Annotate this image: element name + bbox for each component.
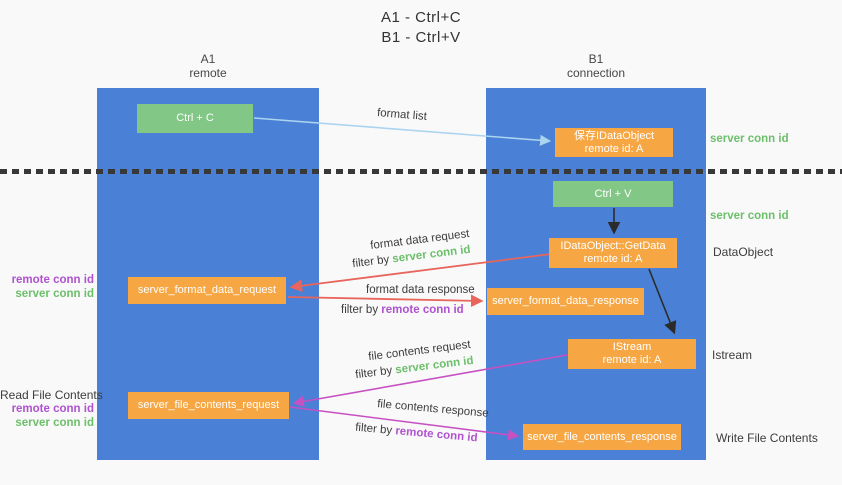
write-file-contents-annotation: Write File Contents (716, 431, 818, 445)
getdata-line2: remote id: A (583, 253, 643, 265)
filter-by-text: filter by (354, 364, 393, 382)
filter-by-text: filter by (354, 421, 393, 437)
phase-divider-dotted-line (0, 169, 842, 174)
format-list-label: format list (376, 107, 428, 123)
server-format-data-request-node: server_format_data_request (128, 277, 286, 304)
server-conn-id-annotation: server conn id (15, 417, 94, 429)
file-contents-response-label: file contents response (376, 398, 490, 420)
format-data-response-filter-label: filter by remote conn id (341, 304, 464, 316)
left-lane-header: A1 remote (97, 52, 319, 80)
title-line-2: B1 - Ctrl+V (381, 29, 461, 46)
filter-by-text: filter by (341, 304, 379, 316)
remote-conn-id-annotation: remote conn id (11, 403, 94, 415)
server-file-contents-response-label: server_file_contents_response (527, 430, 677, 443)
left-lane-name: A1 (200, 52, 216, 66)
save-idataobject-node: 保存IDataObject remote id: A (555, 128, 673, 157)
server-format-data-request-label: server_format_data_request (137, 284, 277, 296)
file-contents-response-filter-label: filter by remote conn id (355, 422, 478, 445)
dataobject-annotation: DataObject (713, 245, 774, 259)
server-conn-id-annotation-top: server conn id (710, 133, 789, 145)
save-idataobject-line1: 保存IDataObject (573, 129, 655, 142)
diagram-title: A1 - Ctrl+C B1 - Ctrl+V (0, 8, 842, 48)
remote-conn-id-text: remote conn id (394, 425, 479, 445)
right-lane-header: B1 connection (486, 52, 706, 80)
remote-conn-id-text: remote conn id (381, 304, 464, 316)
read-file-contents-label: Read File Contents (0, 388, 103, 402)
left-lane-role: remote (189, 66, 227, 80)
server-file-contents-request-node: server_file_contents_request (128, 392, 289, 419)
getdata-line1: IDataObject::GetData (560, 240, 666, 252)
istream-line1: IStream (612, 341, 652, 353)
left-annotation-format-ids: remote conn id server conn id (0, 273, 94, 301)
title-line-1: A1 - Ctrl+C (380, 9, 462, 26)
server-file-contents-request-label: server_file_contents_request (137, 399, 280, 411)
ctrl-v-node: Ctrl + V (553, 181, 673, 207)
istream-annotation: Istream (712, 348, 753, 362)
remote-conn-id-annotation: remote conn id (11, 274, 94, 286)
server-format-data-response-label: server_format_data_response (492, 295, 639, 307)
save-idataobject-line2: remote id: A (584, 142, 644, 155)
server-format-data-response-node: server_format_data_response (487, 288, 644, 315)
filter-by-text: filter by (351, 253, 390, 271)
istream-line2: remote id: A (602, 354, 662, 366)
left-annotation-read-file: Read File Contents remote conn id server… (0, 388, 103, 430)
server-file-contents-response-node: server_file_contents_response (523, 424, 681, 450)
right-lane-name: B1 (588, 52, 604, 66)
ctrl-v-label: Ctrl + V (594, 187, 632, 200)
ctrl-c-label: Ctrl + C (176, 112, 214, 124)
server-conn-id-annotation: server conn id (15, 288, 94, 300)
format-data-response-label: format data response (366, 284, 475, 296)
server-conn-id-annotation-mid: server conn id (710, 210, 789, 222)
ctrl-c-node: Ctrl + C (137, 104, 253, 133)
getdata-node: IDataObject::GetData remote id: A (549, 238, 677, 268)
right-lane-role: connection (566, 66, 626, 80)
istream-node: IStream remote id: A (568, 339, 696, 369)
